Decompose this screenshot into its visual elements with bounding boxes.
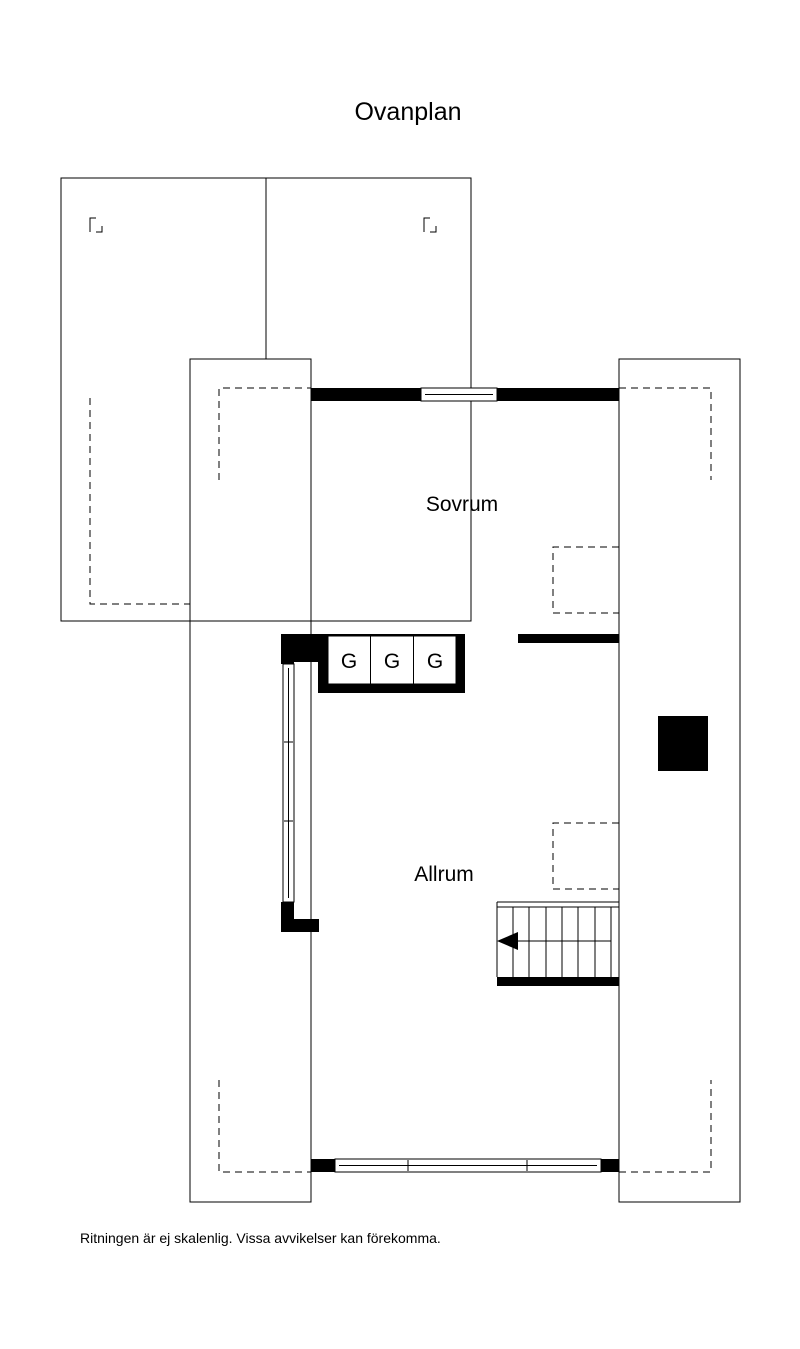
- wardrobe-label: G: [341, 650, 357, 673]
- chimney: [658, 716, 708, 771]
- roof-hatch-icon: [89, 217, 103, 233]
- disclaimer-note: Ritningen är ej skalenlig. Vissa avvikel…: [80, 1230, 441, 1246]
- partition-wall: [518, 634, 619, 643]
- knee-wall-dashed-lines: [218, 387, 712, 1173]
- bottom-wall: [311, 1158, 619, 1173]
- wardrobe-block: G G G: [318, 634, 465, 693]
- wardrobe-label: G: [427, 650, 443, 673]
- staircase: [496, 901, 619, 986]
- room-label-allrum: Allrum: [414, 863, 474, 886]
- roof-dashed-line: [89, 398, 190, 605]
- roof-hatch-icon: [423, 217, 437, 233]
- stair-direction-arrow-icon: [497, 932, 518, 950]
- plan-title: Ovanplan: [354, 98, 461, 126]
- room-label-sovrum: Sovrum: [426, 493, 498, 516]
- top-wall: [311, 387, 619, 402]
- wardrobe-label: G: [384, 650, 400, 673]
- left-roof-strip: [189, 358, 312, 1203]
- right-roof-strip: [618, 358, 741, 1203]
